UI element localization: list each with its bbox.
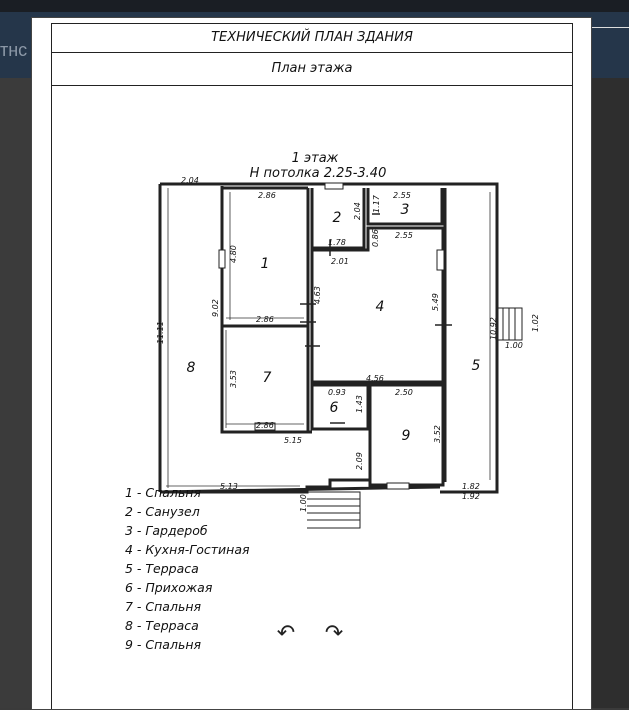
room-number: 2 <box>333 210 342 226</box>
dim-label: 1.82 <box>462 482 480 491</box>
walls <box>158 182 499 494</box>
dim-label: 2.55 <box>395 231 413 240</box>
legend-item: 2 - Санузел <box>125 504 200 519</box>
dim-label: 2.86 <box>256 421 274 430</box>
dim-label: 5.13 <box>220 482 238 491</box>
room-number: 6 <box>330 400 339 416</box>
dim-label: 10.92 <box>489 317 498 340</box>
dim-label: 5.49 <box>431 293 440 311</box>
floor-label: 1 этаж <box>292 151 339 166</box>
dim-label: 1.00 <box>299 494 308 512</box>
room-numbers: 1 2 3 4 5 6 7 8 9 <box>187 202 481 444</box>
dim-label: 1.92 <box>462 492 480 501</box>
dimension-labels: 2.04 2.86 2.55 1.17 2.04 1.78 0.86 2.55 … <box>156 176 540 512</box>
legend-item: 3 - Гардероб <box>125 523 208 538</box>
room-legend: 1 - Спальня 2 - Санузел 3 - Гардероб 4 -… <box>125 483 250 654</box>
dim-label: 3.53 <box>229 370 238 388</box>
legend-item: 8 - Терраса <box>125 618 199 633</box>
dim-label: 2.04 <box>181 176 199 185</box>
dim-label: 2.01 <box>331 257 349 266</box>
divider <box>590 27 629 28</box>
dimension-lines <box>166 188 491 488</box>
room-number: 4 <box>376 299 385 315</box>
dim-label: 2.55 <box>393 191 411 200</box>
legend-item: 5 - Терраса <box>125 561 199 576</box>
frame-left-line <box>51 85 52 709</box>
dim-label: 0.93 <box>328 388 346 397</box>
legend-item: 9 - Спальня <box>125 637 202 652</box>
windows <box>218 182 445 490</box>
dim-label: 2.86 <box>258 191 276 200</box>
background-left-panel <box>0 78 32 708</box>
legend-item: 4 - Кухня-Гостиная <box>125 542 250 557</box>
room-number: 9 <box>402 428 411 444</box>
room-number: 5 <box>472 358 481 374</box>
document-subtitle: План этажа <box>51 52 573 86</box>
dim-label: 1.78 <box>328 238 346 247</box>
dim-label: 2.09 <box>355 452 364 470</box>
dim-label: 1.43 <box>355 395 364 413</box>
room-number: 3 <box>401 202 410 218</box>
dim-label: 2.50 <box>395 388 413 397</box>
stairs <box>307 307 523 529</box>
room-number: 8 <box>187 360 196 376</box>
room-number: 7 <box>263 370 272 386</box>
dim-label: 3.52 <box>433 425 442 443</box>
dim-label: 1.17 <box>372 194 381 213</box>
dim-label: 11.11 <box>156 321 165 344</box>
ceiling-height-label: Н потолка 2.25-3.40 <box>250 166 387 181</box>
dim-label: 1.02 <box>531 314 540 332</box>
doors <box>300 213 452 424</box>
legend-item: 7 - Спальня <box>125 599 202 614</box>
dim-label: 4.56 <box>366 374 384 383</box>
dim-label: 4.63 <box>313 286 322 304</box>
dim-label: 1.00 <box>505 341 523 350</box>
dim-label: 9.02 <box>211 299 220 317</box>
rotate-right-icon[interactable]: ↷ <box>324 621 344 646</box>
dim-label: 5.15 <box>284 436 302 445</box>
rotate-left-icon[interactable]: ↶ <box>276 621 296 646</box>
room-number: 1 <box>261 256 270 272</box>
legend-item: 6 - Прихожая <box>125 580 213 595</box>
background-logo: тнс <box>0 40 28 60</box>
dim-label: 2.86 <box>256 315 274 324</box>
dim-label: 4.80 <box>229 245 238 263</box>
background-right-panel <box>590 78 629 708</box>
dim-label: 2.04 <box>353 202 362 220</box>
dim-label: 0.86 <box>371 229 380 247</box>
frame-right-line <box>572 85 573 709</box>
legend-item: 1 - Спальня <box>125 485 202 500</box>
